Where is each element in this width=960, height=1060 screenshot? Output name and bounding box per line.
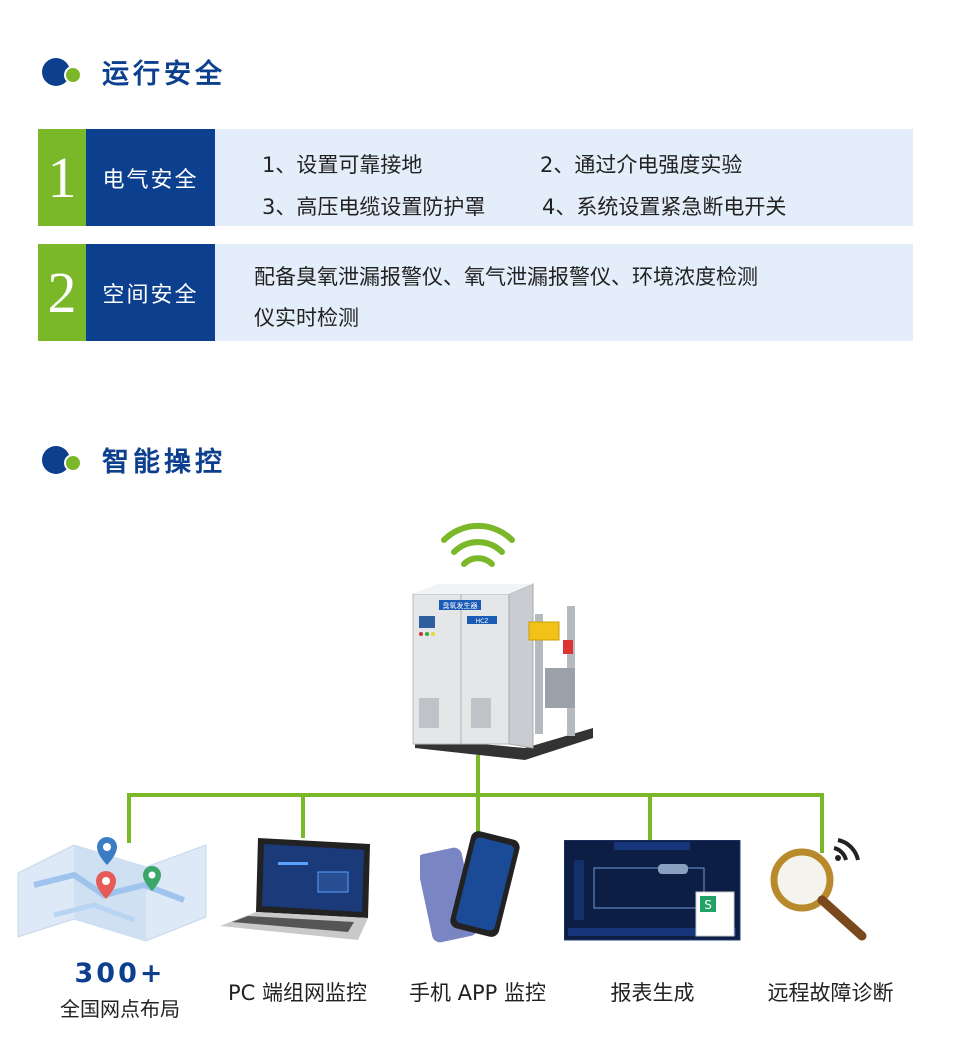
row-description: 1、设置可靠接地 2、通过介电强度实验 3、高压电缆设置防护罩 4、系统设置紧急… xyxy=(215,129,913,226)
map-icon xyxy=(17,837,207,942)
row-category: 电气安全 xyxy=(86,129,215,226)
section-bullet-icon xyxy=(42,444,86,476)
connector-drop xyxy=(476,793,480,833)
safety-line: 配备臭氧泄漏报警仪、氧气泄漏报警仪、环境浓度检测 xyxy=(254,265,758,289)
safety-line: 仪实时检测 xyxy=(254,306,359,330)
section-header-smart-control: 智能操控 xyxy=(42,440,226,479)
row-category: 空间安全 xyxy=(86,244,215,341)
safety-row-space: 2 空间安全 配备臭氧泄漏报警仪、氧气泄漏报警仪、环境浓度检测 仪实时检测 xyxy=(38,244,913,341)
feature-label: 全国网点布局 xyxy=(60,997,180,1021)
svg-text:S: S xyxy=(704,898,712,912)
wifi-icon xyxy=(441,522,515,567)
safety-item: 3、高压电缆设置防护罩 xyxy=(262,195,486,219)
section-title: 运行安全 xyxy=(102,59,226,90)
row-number: 2 xyxy=(38,244,86,341)
row-number: 1 xyxy=(38,129,86,226)
connector-bus xyxy=(127,793,824,797)
section-title: 智能操控 xyxy=(102,447,226,478)
laptop-icon xyxy=(220,838,370,940)
safety-item: 4、系统设置紧急断电开关 xyxy=(542,195,787,219)
connector-trunk xyxy=(476,755,480,795)
row-description: 配备臭氧泄漏报警仪、氧气泄漏报警仪、环境浓度检测 仪实时检测 xyxy=(215,244,913,341)
connector-drop xyxy=(820,793,824,853)
feature-label: 手机 APP 监控 xyxy=(408,981,547,1005)
feature-label: 远程故障诊断 xyxy=(767,981,894,1005)
connector-drop xyxy=(301,793,305,838)
report-screen-icon: S xyxy=(564,840,741,941)
device-panel-label: 臭氧发生器 xyxy=(443,601,478,610)
feature-label: PC 端组网监控 xyxy=(227,981,367,1005)
phone-icon xyxy=(420,831,520,943)
device-brand-label: HCZ xyxy=(476,618,489,625)
section-header-safety: 运行安全 xyxy=(42,52,226,91)
ozone-generator-image: 臭氧发生器 HCZ xyxy=(412,583,593,760)
section-bullet-icon xyxy=(42,56,86,88)
feature-count: 300+ xyxy=(74,958,166,989)
safety-item: 2、通过介电强度实验 xyxy=(540,153,743,177)
safety-row-electrical: 1 电气安全 1、设置可靠接地 2、通过介电强度实验 3、高压电缆设置防护罩 4… xyxy=(38,129,913,226)
feature-label: 报表生成 xyxy=(610,981,695,1005)
connector-drop xyxy=(648,793,652,841)
connector-drop xyxy=(127,793,131,843)
safety-item: 1、设置可靠接地 xyxy=(262,153,423,177)
magnifier-icon xyxy=(770,838,867,941)
